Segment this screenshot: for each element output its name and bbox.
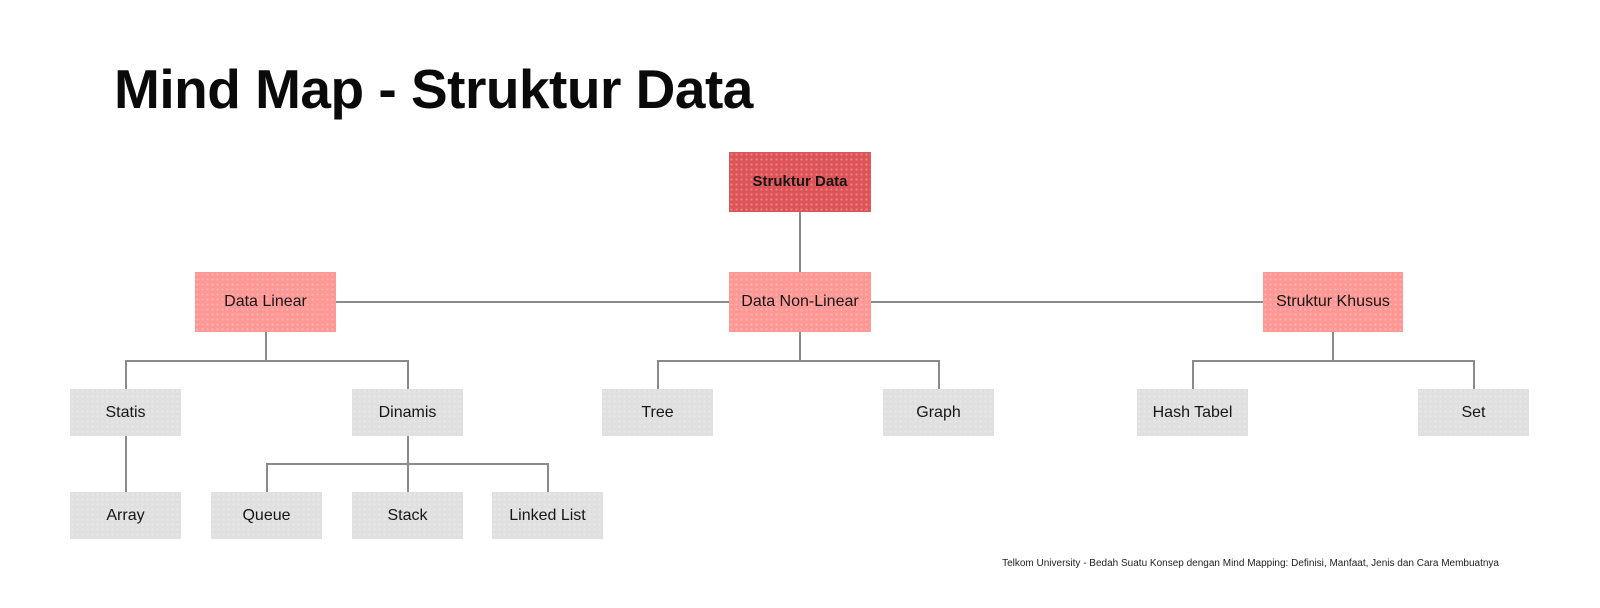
connector-line [407,436,409,464]
node-statis: Statis [70,389,181,436]
node-linked-list: Linked List [492,492,603,539]
connector-line [336,301,729,303]
connector-line [266,463,547,465]
page-title: Mind Map - Struktur Data [114,58,753,120]
connector-line [799,212,801,272]
connector-line [125,360,127,389]
node-hash-tabel: Hash Tabel [1137,389,1248,436]
connector-line [1332,332,1334,361]
node-dinamis: Dinamis [352,389,463,436]
connector-line [799,332,801,361]
node-array: Array [70,492,181,539]
node-graph: Graph [883,389,994,436]
footer-credit: Telkom University - Bedah Suatu Konsep d… [1002,558,1499,569]
node-stack: Stack [352,492,463,539]
connector-line [657,360,939,362]
node-queue: Queue [211,492,322,539]
connector-line [1192,360,1473,362]
connector-line [266,463,268,492]
node-struktur-khusus: Struktur Khusus [1263,272,1403,332]
connector-line [871,301,1263,303]
connector-line [265,332,267,361]
connector-line [657,360,659,389]
connector-line [1473,360,1475,389]
connector-line [125,360,408,362]
node-struktur-data: Struktur Data [729,152,871,212]
connector-line [407,360,409,389]
connector-line [547,463,549,492]
node-tree: Tree [602,389,713,436]
connector-line [407,463,409,492]
connector-line [125,436,127,492]
node-data-linear: Data Linear [195,272,336,332]
connector-line [938,360,940,389]
node-data-non-linear: Data Non-Linear [729,272,871,332]
node-set: Set [1418,389,1529,436]
connector-line [1192,360,1194,389]
